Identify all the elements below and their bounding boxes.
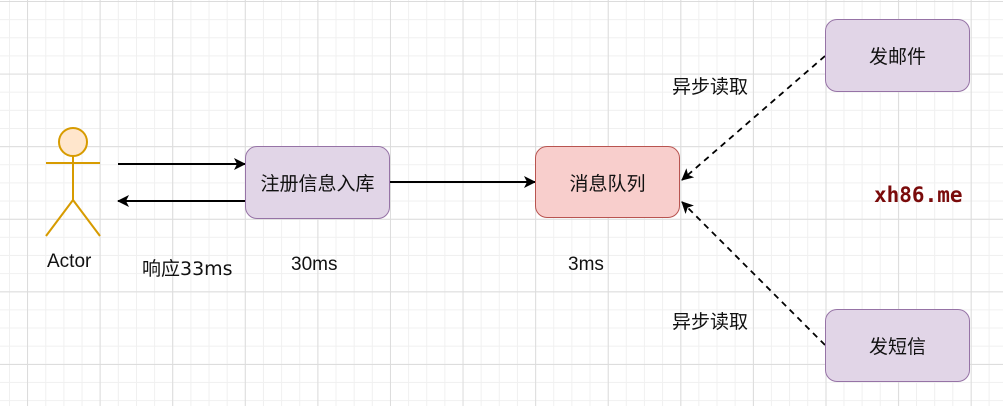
queue-node[interactable]: 消息队列 (535, 146, 680, 218)
register-node-label: 注册信息入库 (260, 173, 375, 195)
actor-label: Actor (47, 251, 92, 272)
queue-node-label: 消息队列 (569, 172, 646, 195)
async-read-top-label: 异步读取 (672, 76, 749, 98)
watermark: xh86.me (874, 183, 963, 207)
email-node-label: 发邮件 (868, 46, 926, 68)
actor-figure[interactable] (45, 127, 101, 237)
response-time-label: 响应33ms (142, 258, 233, 280)
email-async-arrow[interactable] (681, 55, 826, 181)
register-node[interactable]: 注册信息入库 (245, 146, 390, 219)
actor-right-leg (72, 199, 101, 237)
sms-node[interactable]: 发短信 (825, 309, 970, 382)
sms-async-arrow[interactable] (681, 201, 826, 346)
register-time-label: 30ms (291, 254, 338, 275)
sms-node-label: 发短信 (868, 336, 926, 358)
email-node[interactable]: 发邮件 (825, 19, 970, 92)
actor-head (58, 127, 88, 157)
async-read-bottom-label: 异步读取 (672, 311, 749, 333)
queue-time-label: 3ms (568, 254, 604, 275)
actor-left-leg (45, 199, 74, 237)
